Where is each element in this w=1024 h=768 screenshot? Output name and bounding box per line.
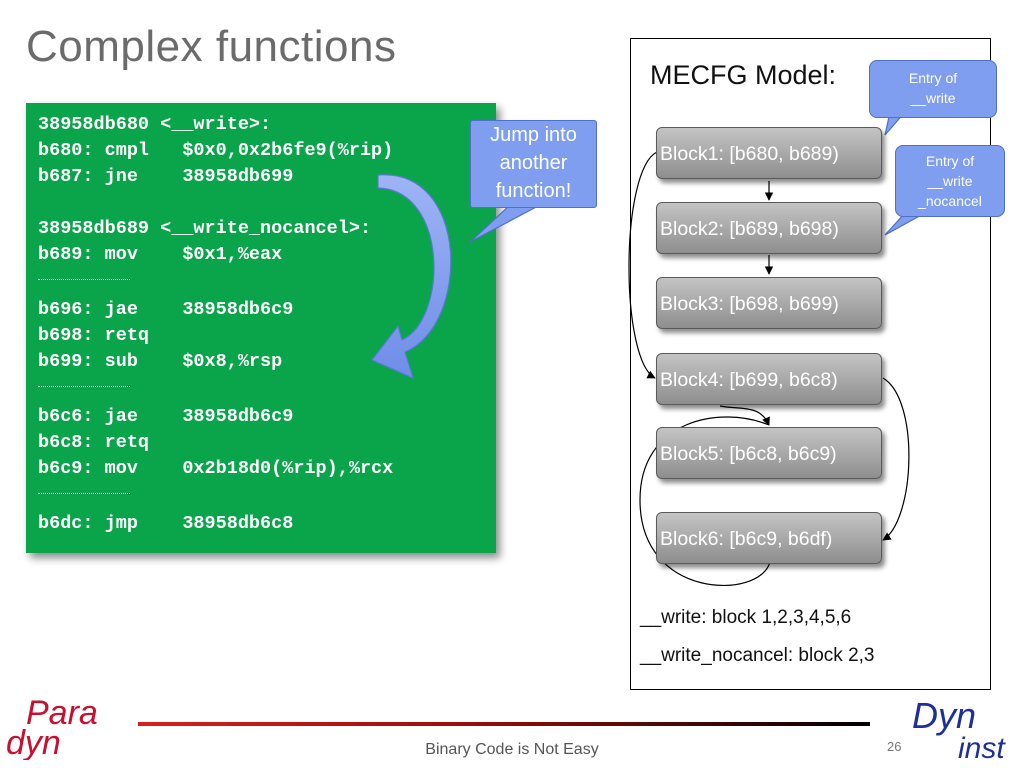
code-line: 38958db680 <__write>: bbox=[38, 114, 272, 135]
code-line: 38958db689 <__write_nocancel>: bbox=[38, 218, 372, 239]
callout-line: __write bbox=[927, 173, 973, 189]
callout-line: Entry of bbox=[908, 70, 958, 86]
code-line: b689: mov $0x1,%eax bbox=[38, 244, 283, 265]
logo-text: dyn bbox=[6, 724, 61, 760]
logo-text: Para bbox=[26, 694, 98, 732]
code-ellipsis bbox=[38, 384, 130, 387]
write-summary: __write: block 1,2,3,4,5,6 bbox=[640, 607, 852, 628]
dyninst-logo: Dyn inst bbox=[912, 695, 1006, 764]
code-line: b6c8: retq bbox=[38, 432, 150, 453]
entry-write-callout: Entry of __write bbox=[869, 60, 997, 118]
footer-text: Binary Code is Not Easy bbox=[425, 741, 599, 758]
code-line: b6c9: mov 0x2b18d0(%rip),%rcx bbox=[38, 458, 394, 479]
entry-nocancel-callout: Entry of __write _nocancel bbox=[895, 145, 1005, 217]
edge-block4-block6 bbox=[882, 377, 910, 541]
code-line: b699: sub $0x8,%rsp bbox=[38, 351, 283, 372]
code-line: b698: retq bbox=[38, 325, 150, 346]
footer-divider bbox=[138, 722, 870, 726]
logo-text: inst bbox=[958, 732, 1006, 764]
page-number: 26 bbox=[887, 739, 902, 754]
paradyn-logo: Para dyn bbox=[6, 694, 98, 760]
code-line: b6c6: jae 38958db6c9 bbox=[38, 406, 294, 427]
write-nocancel-summary: __write_nocancel: block 2,3 bbox=[640, 645, 875, 666]
cfg-block-3: Block3: [b698, b699) bbox=[656, 277, 882, 329]
code-line: b6dc: jmp 38958db6c8 bbox=[38, 513, 294, 534]
jump-callout: Jump into another function! bbox=[470, 120, 597, 208]
cfg-block-5: Block5: [b6c8, b6c9) bbox=[656, 427, 882, 479]
edge-block6-block5 bbox=[639, 416, 771, 586]
model-title: MECFG Model: bbox=[650, 60, 837, 90]
code-ellipsis bbox=[38, 491, 130, 494]
callout-line: function! bbox=[495, 180, 572, 202]
callout-line: __write bbox=[910, 90, 956, 106]
code-line: b680: cmpl $0x0,0x2b6fe9(%rip) bbox=[38, 140, 394, 161]
cfg-block-1: Block1: [b680, b689) bbox=[656, 127, 882, 179]
code-ellipsis bbox=[38, 277, 130, 280]
curved-jump-arrow bbox=[371, 174, 452, 380]
callout-line: Entry of bbox=[925, 153, 975, 169]
edge-block1-block4 bbox=[628, 151, 658, 379]
code-line: b696: jae 38958db6c9 bbox=[38, 299, 294, 320]
logo-text: Dyn bbox=[912, 695, 976, 736]
callout-line: Jump into bbox=[490, 124, 577, 146]
callout-line: _nocancel bbox=[918, 193, 982, 209]
code-line: b687: jne 38958db699 bbox=[38, 166, 294, 187]
cfg-block-6: Block6: [b6c9, b6df) bbox=[656, 512, 882, 564]
callout-line: another bbox=[499, 152, 568, 174]
cfg-block-2: Block2: [b689, b698) bbox=[656, 202, 882, 254]
cfg-block-4: Block4: [b699, b6c8) bbox=[656, 353, 882, 405]
edge-block4-block5 bbox=[719, 405, 770, 426]
slide-title: Complex functions bbox=[26, 22, 397, 71]
